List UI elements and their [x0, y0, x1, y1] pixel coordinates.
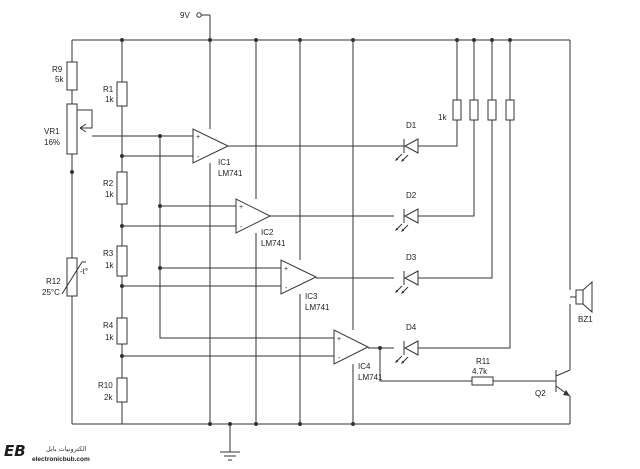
r3-value: 1k — [105, 261, 114, 270]
led-d2: D2 — [394, 191, 419, 233]
vr1-name: VR1 — [44, 127, 60, 136]
r9-value: 5k — [55, 75, 64, 84]
led-d1: D1 — [394, 121, 420, 163]
junctions — [70, 38, 512, 426]
ic2-part: LM741 — [261, 239, 286, 248]
site-logo: EB الكترونيات بابل electronicbub.com — [4, 442, 90, 463]
led-d4: D4 — [394, 323, 419, 365]
r2-name: R2 — [103, 179, 114, 188]
resistor-r10: R10 2k — [98, 377, 128, 403]
r12-name: R12 — [46, 277, 61, 286]
q2-label: Q2 — [535, 389, 546, 398]
logo-mark: EB — [4, 442, 26, 460]
ic3-minus-pin: - — [285, 285, 288, 292]
r10-name: R10 — [98, 381, 113, 390]
wires — [71, 15, 571, 452]
logo-arabic: الكترونيات بابل — [46, 445, 87, 453]
resistor-r3: R3 1k — [103, 245, 128, 277]
potentiometer-vr1: VR1 16% — [44, 103, 78, 155]
r12-mark: -t° — [80, 267, 88, 276]
supply-terminal: 9V — [180, 11, 210, 20]
d2-label: D2 — [406, 191, 417, 200]
r4-value: 1k — [105, 333, 114, 342]
r2-value: 1k — [105, 190, 114, 199]
r1-value: 1k — [105, 95, 114, 104]
resistor-r11: R11 4.7k — [471, 357, 494, 386]
ic1-part: LM741 — [218, 169, 243, 178]
supply-label: 9V — [180, 11, 190, 20]
opamp-ic3: + - IC3 LM741 — [280, 259, 330, 312]
logo-site: electronicbub.com — [32, 456, 90, 463]
resistor-r4: R4 1k — [103, 317, 128, 345]
r1-name: R1 — [103, 85, 114, 94]
ic2-minus-pin: - — [240, 224, 243, 231]
ic4-plus-pin: + — [337, 336, 341, 343]
opamp-ic4: + - IC4 LM741 — [333, 329, 383, 382]
r11-name: R11 — [476, 357, 491, 366]
r3-name: R3 — [103, 249, 114, 258]
led-resistor-value: 1k — [438, 113, 447, 122]
ground-symbol — [220, 451, 240, 461]
r11-value: 4.7k — [472, 367, 488, 376]
led-d3: D3 — [394, 253, 419, 295]
r12-value: 25°C — [42, 288, 60, 297]
resistor-r1: R1 1k — [103, 81, 128, 107]
ic4-minus-pin: - — [338, 355, 341, 362]
transistor-q2: Q2 — [535, 369, 571, 398]
ic3-part: LM741 — [305, 303, 330, 312]
led-resistor-network: 1k — [438, 99, 515, 122]
ic1-minus-pin: - — [197, 154, 200, 161]
ic4-part: LM741 — [358, 373, 383, 382]
opamp-ic1: + - IC1 LM741 — [192, 128, 243, 178]
buzzer-bz1: BZ1 — [570, 280, 593, 324]
bz1-label: BZ1 — [578, 315, 593, 324]
ic1-name: IC1 — [218, 158, 231, 167]
resistor-r2: R2 1k — [103, 171, 128, 205]
d1-label: D1 — [406, 121, 417, 130]
ic2-plus-pin: + — [239, 204, 243, 211]
ic3-name: IC3 — [305, 292, 318, 301]
r9-name: R9 — [52, 65, 63, 74]
ic3-plus-pin: + — [284, 266, 288, 273]
ic2-name: IC2 — [261, 228, 274, 237]
vr1-value: 16% — [44, 138, 60, 147]
opamp-ic2: + - IC2 LM741 — [235, 198, 286, 248]
ic4-name: IC4 — [358, 362, 371, 371]
thermistor-r12: -t° R12 25°C — [42, 257, 88, 297]
d3-label: D3 — [406, 253, 417, 262]
d4-label: D4 — [406, 323, 417, 332]
resistor-r9: R9 5k — [52, 61, 78, 91]
r4-name: R4 — [103, 321, 114, 330]
ic1-plus-pin: + — [196, 134, 200, 141]
r10-value: 2k — [104, 393, 113, 402]
